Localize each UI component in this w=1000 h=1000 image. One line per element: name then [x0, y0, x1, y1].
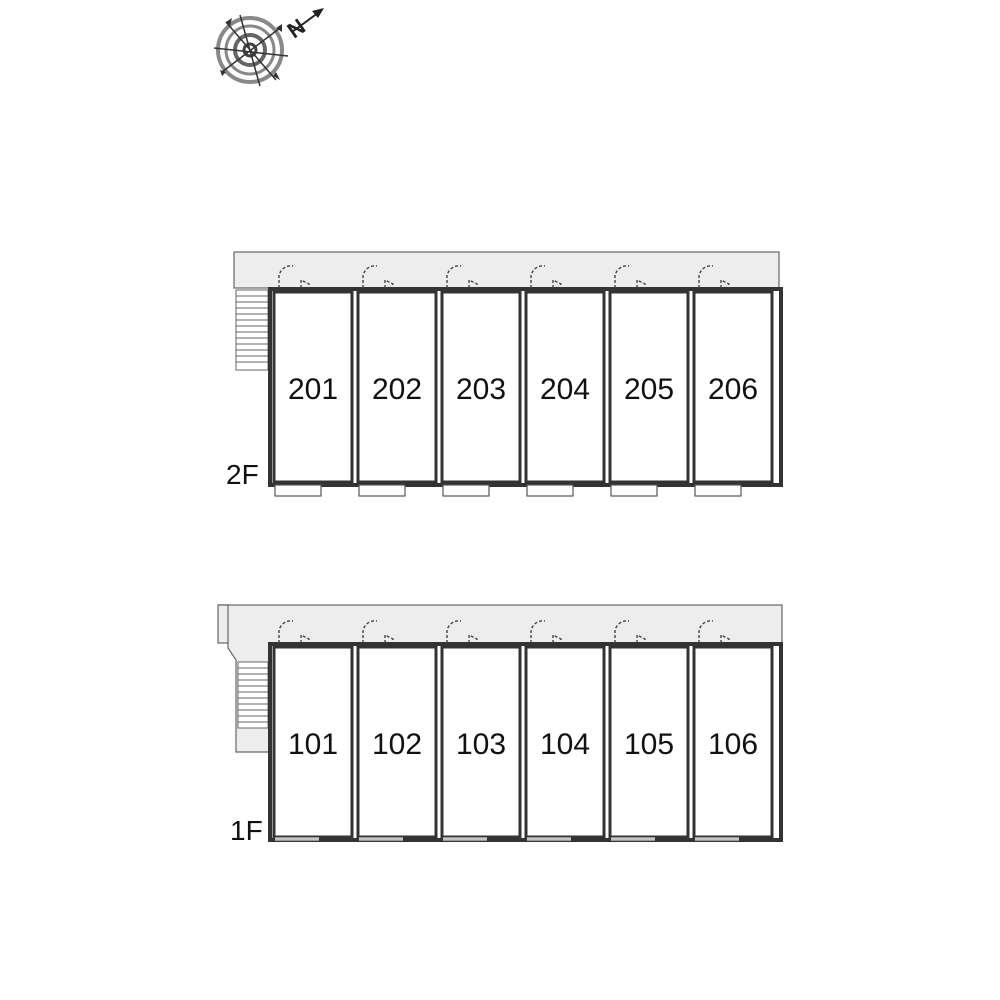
door-swing-icon: [552, 633, 562, 643]
room-outline: [608, 645, 690, 839]
room-102: 102: [356, 620, 438, 841]
door-swing-icon: [468, 633, 478, 643]
door-swing-icon: [636, 278, 646, 288]
door-swing-icon: [384, 278, 394, 288]
door-swing-icon: [278, 620, 294, 643]
room-number: 102: [372, 728, 422, 761]
door-swing-icon: [530, 265, 546, 288]
room-number: 106: [708, 728, 758, 761]
room-106: 106: [692, 620, 774, 841]
room-206: 206: [692, 265, 774, 497]
room-outline: [356, 645, 438, 839]
room-201: 201: [272, 265, 354, 497]
room-outline: [272, 645, 354, 839]
room-number: 206: [708, 373, 758, 406]
room-203: 203: [440, 265, 522, 497]
floor-1f: 101 102 103 104 105 106 1F: [217, 604, 783, 846]
door-swing-icon: [300, 278, 310, 288]
room-outline: [272, 290, 354, 484]
room-number: 103: [456, 728, 506, 761]
balcony: [694, 484, 742, 497]
door-swing-icon: [362, 620, 378, 643]
door-swing-icon: [384, 633, 394, 643]
floor-2f: 201 202 203 204 205 206 2F: [226, 251, 783, 497]
room-number: 202: [372, 373, 422, 406]
room-202: 202: [356, 265, 438, 497]
room-outline: [524, 645, 606, 839]
door-swing-icon: [698, 265, 714, 288]
room-number: 201: [288, 373, 338, 406]
room-104: 104: [524, 620, 606, 841]
room-204: 204: [524, 265, 606, 497]
door-swing-icon: [278, 265, 294, 288]
door-swing-icon: [614, 620, 630, 643]
corridor-1f: [217, 604, 783, 644]
room-103: 103: [440, 620, 522, 841]
room-outline: [524, 290, 606, 484]
room-outline: [608, 290, 690, 484]
room-number: 204: [540, 373, 590, 406]
room-number: 104: [540, 728, 590, 761]
room-outline: [692, 645, 774, 839]
compass-rose-icon: N: [213, 8, 324, 87]
floor-label-1f: 1F: [230, 815, 263, 846]
door-swing-icon: [362, 265, 378, 288]
room-number: 205: [624, 373, 674, 406]
balcony: [274, 484, 322, 497]
compass-north-label: N: [283, 14, 310, 44]
room-number: 105: [624, 728, 674, 761]
balcony: [526, 484, 574, 497]
room-outline: [440, 290, 522, 484]
door-swing-icon: [614, 265, 630, 288]
staircase-2f: [235, 289, 269, 371]
door-swing-icon: [300, 633, 310, 643]
room-number: 101: [288, 728, 338, 761]
room-number: 203: [456, 373, 506, 406]
door-swing-icon: [446, 265, 462, 288]
room-101: 101: [272, 620, 354, 841]
door-swing-icon: [636, 633, 646, 643]
balcony: [442, 484, 490, 497]
room-outline: [356, 290, 438, 484]
room-105: 105: [608, 620, 690, 841]
staircase-1f: [237, 661, 269, 729]
door-swing-icon: [698, 620, 714, 643]
door-swing-icon: [552, 278, 562, 288]
room-205: 205: [608, 265, 690, 497]
door-swing-icon: [720, 633, 730, 643]
room-outline: [440, 645, 522, 839]
corridor-2f: [233, 251, 780, 289]
room-outline: [692, 290, 774, 484]
door-swing-icon: [530, 620, 546, 643]
door-swing-icon: [720, 278, 730, 288]
door-swing-icon: [468, 278, 478, 288]
balcony: [610, 484, 658, 497]
door-swing-icon: [446, 620, 462, 643]
floor-label-2f: 2F: [226, 459, 259, 490]
balcony: [358, 484, 406, 497]
